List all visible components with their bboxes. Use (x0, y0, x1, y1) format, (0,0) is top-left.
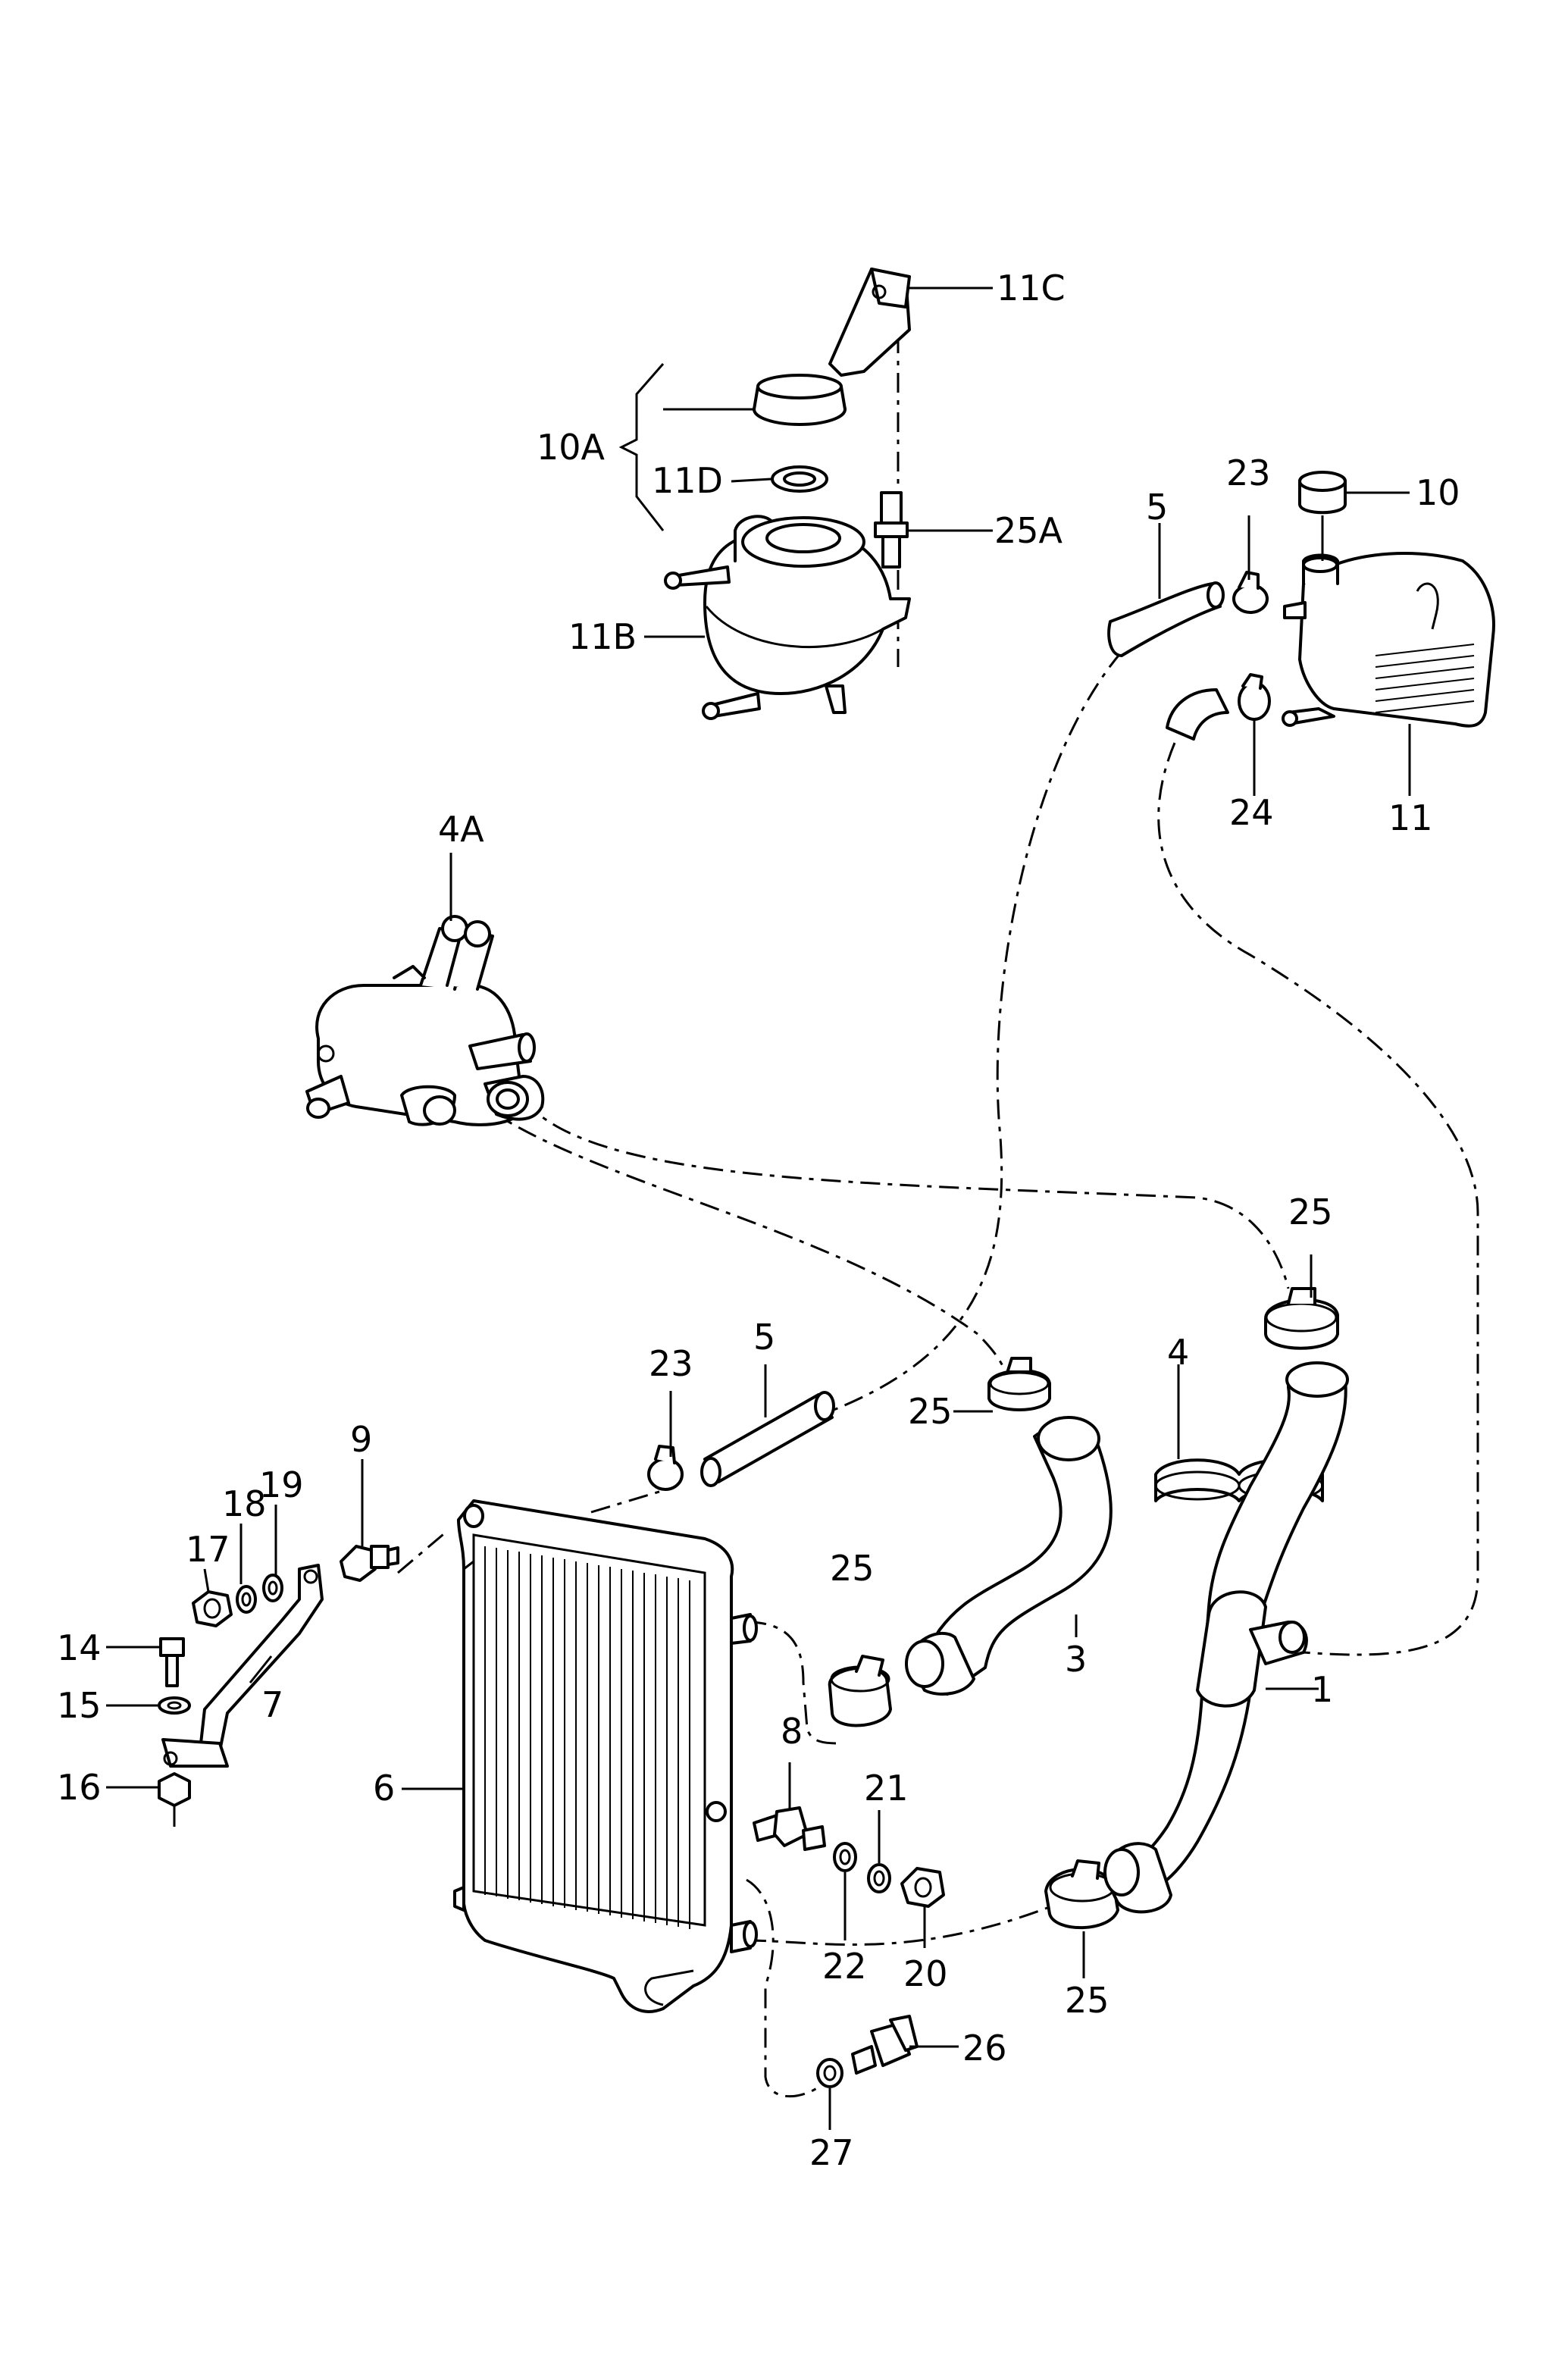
clamp-25-left (828, 1655, 892, 1727)
clamp-23-top (1232, 571, 1269, 614)
washer-27 (816, 2058, 843, 2088)
hose-3 (905, 1416, 1113, 1696)
sensor-9 (340, 1545, 399, 1582)
label-16: 16 (57, 1767, 102, 1808)
washer-18 (236, 1585, 257, 1614)
bracket-11c (828, 268, 911, 377)
label-17: 17 (186, 1529, 230, 1570)
clamp-25-mid (987, 1357, 1051, 1411)
hose-24 (1166, 673, 1271, 741)
label-25-upper-right: 25 (1288, 1192, 1333, 1232)
label-11: 11 (1388, 797, 1433, 838)
label-11c: 11C (997, 268, 1066, 308)
label-22: 22 (822, 1946, 867, 1987)
label-23-top: 23 (1226, 453, 1271, 493)
label-4a: 4A (438, 809, 484, 850)
label-4: 4 (1167, 1332, 1189, 1373)
thermostat-housing-4a (305, 915, 545, 1126)
label-15: 15 (57, 1685, 102, 1726)
label-14: 14 (57, 1627, 102, 1668)
label-18: 18 (222, 1483, 267, 1524)
cap-10 (1298, 471, 1347, 515)
label-19: 19 (259, 1464, 304, 1505)
clamp-23-mid (647, 1445, 684, 1491)
radiator-6 (453, 1499, 758, 2013)
bolt-14 (159, 1637, 185, 1687)
label-10a: 10A (537, 427, 606, 468)
label-27: 27 (809, 2132, 854, 2173)
hose-5-mid (700, 1391, 835, 1487)
seal-11d (771, 465, 828, 493)
nut-20 (900, 1867, 945, 1908)
label-6: 6 (373, 1768, 395, 1809)
label-26: 26 (962, 2028, 1007, 2069)
label-3: 3 (1065, 1639, 1087, 1680)
label-5-mid: 5 (753, 1317, 775, 1358)
cap-10a (753, 374, 847, 426)
washer-15 (158, 1696, 191, 1715)
reservoir-vent-grille (1375, 644, 1475, 713)
label-7: 7 (261, 1684, 283, 1725)
label-25a: 25A (994, 510, 1063, 551)
temp-switch-26 (851, 2015, 919, 2075)
label-20: 20 (903, 1953, 948, 1994)
label-25-bottom: 25 (1065, 1980, 1109, 2021)
label-5-top: 5 (1146, 487, 1168, 528)
label-25-left: 25 (830, 1548, 875, 1589)
drain-valve-8 (753, 1806, 826, 1851)
label-25-mid: 25 (908, 1391, 953, 1432)
hose-5-top (1107, 581, 1225, 657)
washer-21 (867, 1863, 891, 1893)
washer-22 (833, 1842, 857, 1872)
routing-lines (397, 294, 1479, 2098)
bracket-7 (161, 1564, 324, 1768)
label-11d: 11D (652, 460, 723, 501)
bracket-brace-10a (618, 363, 665, 531)
label-1: 1 (1311, 1669, 1333, 1710)
clamp-25-upper-right (1264, 1287, 1339, 1350)
nut-17 (192, 1590, 233, 1627)
hose-1 (1103, 1361, 1349, 1914)
nut-16 (158, 1772, 191, 1827)
label-8: 8 (781, 1711, 803, 1752)
label-10: 10 (1416, 472, 1460, 513)
stud-25a (874, 491, 909, 568)
radiator-fins (484, 1546, 690, 1929)
label-24: 24 (1229, 792, 1274, 833)
label-9: 9 (350, 1419, 372, 1460)
label-11b: 11B (568, 616, 637, 657)
part-labels: 11C 10A 11D 25A 11B 5 23 10 24 11 4A 25 … (57, 268, 1460, 2173)
reservoir-11 (1282, 552, 1495, 728)
label-21: 21 (864, 1768, 909, 1809)
label-23-mid: 23 (649, 1343, 693, 1384)
expansion-tank-11b (664, 515, 911, 720)
leader-lines (106, 287, 1411, 2130)
washer-19 (262, 1574, 283, 1602)
